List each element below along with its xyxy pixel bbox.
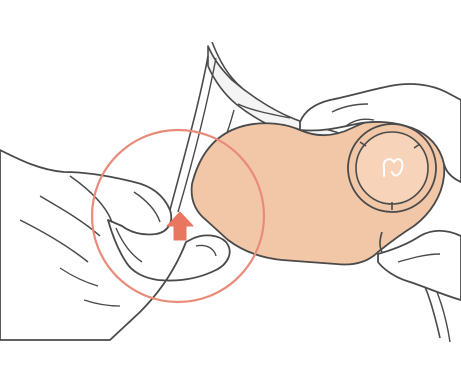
device-knob-icon — [348, 124, 436, 212]
